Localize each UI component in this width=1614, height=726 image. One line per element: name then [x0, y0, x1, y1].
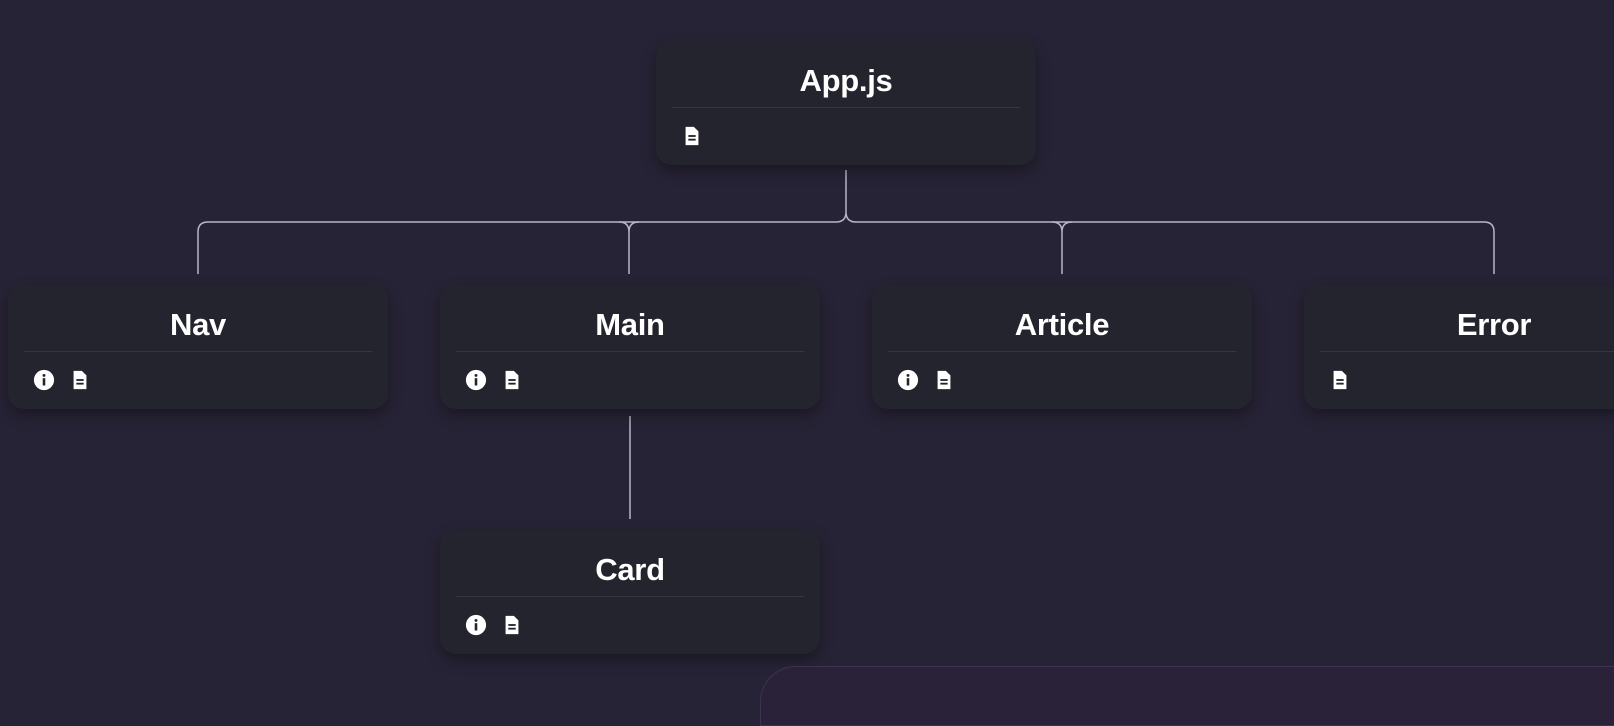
- node-card[interactable]: Card: [440, 530, 820, 654]
- file-text-icon[interactable]: [68, 368, 92, 392]
- node-title: Article: [1014, 307, 1110, 342]
- info-icon[interactable]: [32, 368, 56, 392]
- node-nav[interactable]: Nav: [8, 285, 388, 409]
- node-title: Main: [595, 307, 665, 342]
- node-divider: [1320, 351, 1614, 352]
- info-icon[interactable]: [464, 368, 488, 392]
- file-text-icon[interactable]: [500, 613, 524, 637]
- node-title: Error: [1456, 307, 1532, 342]
- node-actions: [1328, 367, 1352, 393]
- node-title: App.js: [799, 63, 893, 98]
- node-divider: [888, 351, 1236, 352]
- file-text-icon[interactable]: [500, 368, 524, 392]
- node-main[interactable]: Main: [440, 285, 820, 409]
- connector-root-stem: [835, 170, 857, 223]
- info-icon[interactable]: [464, 613, 488, 637]
- component-tree-canvas: App.js Nav Main: [8, 41, 1614, 726]
- node-article[interactable]: Article: [872, 285, 1252, 409]
- file-text-icon[interactable]: [680, 124, 704, 148]
- connector-bus-left: [197, 221, 836, 274]
- node-title: Card: [595, 552, 665, 587]
- connector-article: [1051, 221, 1073, 274]
- node-actions: [464, 367, 524, 393]
- bottom-panel: [760, 666, 1614, 726]
- node-divider: [456, 351, 804, 352]
- node-actions: [464, 612, 524, 638]
- node-title: Nav: [170, 307, 226, 342]
- node-app-js[interactable]: App.js: [656, 41, 1036, 165]
- file-text-icon[interactable]: [1328, 368, 1352, 392]
- info-icon[interactable]: [896, 368, 920, 392]
- node-error[interactable]: Error: [1304, 285, 1614, 409]
- connector-bus-right: [856, 221, 1495, 274]
- node-divider: [24, 351, 372, 352]
- node-divider: [672, 107, 1020, 108]
- node-actions: [32, 367, 92, 393]
- connector-main: [618, 221, 640, 274]
- file-text-icon[interactable]: [932, 368, 956, 392]
- node-actions: [896, 367, 956, 393]
- node-divider: [456, 596, 804, 597]
- node-actions: [680, 123, 704, 149]
